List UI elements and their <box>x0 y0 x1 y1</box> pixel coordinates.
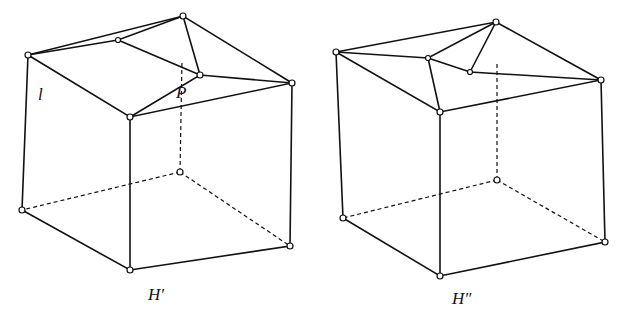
vertex-dots <box>333 19 608 279</box>
roof-edges <box>336 22 601 112</box>
polyhedron-left <box>19 13 295 273</box>
hidden-edges <box>343 62 605 242</box>
point-label: P <box>176 84 186 101</box>
cube-edges <box>22 16 292 270</box>
figure-label: H′ <box>148 286 164 303</box>
polyhedron-right <box>333 19 608 279</box>
vertex-dots <box>19 13 295 273</box>
figure-label: H″ <box>452 290 471 307</box>
edge-label: l <box>38 86 43 103</box>
cube-edges <box>336 22 605 276</box>
hidden-edges <box>22 60 290 246</box>
roof-edges <box>28 16 292 117</box>
